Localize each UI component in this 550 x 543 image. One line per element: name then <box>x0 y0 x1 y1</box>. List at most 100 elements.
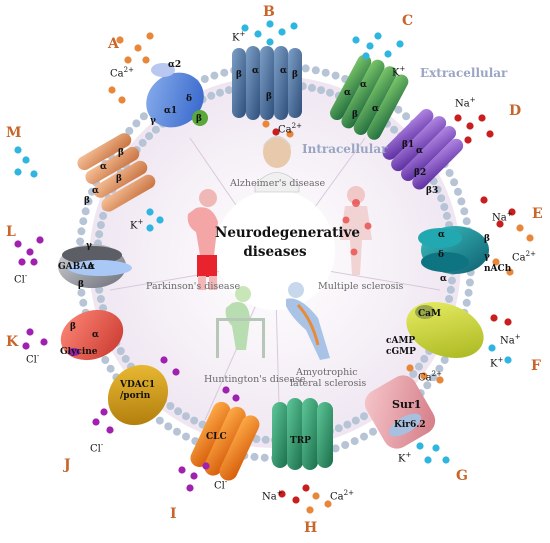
lipid-head <box>132 119 141 128</box>
lipid-head <box>260 453 269 462</box>
ion-dot <box>186 484 194 492</box>
lipid-head <box>457 197 466 206</box>
ms-person-icon <box>340 186 372 275</box>
panel-letter-B: B <box>263 4 275 20</box>
ion-dot <box>254 30 262 38</box>
lipid-head <box>351 416 360 425</box>
ion-label-J: Cl- <box>90 441 104 455</box>
lipid-head <box>95 285 104 294</box>
ch-K-b: β <box>70 322 76 332</box>
ion-label-H-ca: Ca2+ <box>330 489 354 503</box>
ion-dot <box>454 114 462 122</box>
ch-D-b1: β1 <box>402 140 415 150</box>
lipid-head <box>341 441 350 449</box>
ch-B-a1: α <box>252 66 259 76</box>
lipid-head <box>433 185 442 194</box>
panel-letter-F: F <box>531 358 541 374</box>
lipid-head <box>106 364 115 373</box>
ion-dot <box>526 234 534 242</box>
channel-K <box>60 309 124 361</box>
lipid-head <box>445 169 454 177</box>
ion-label-F-ca: Ca2+ <box>418 370 442 384</box>
lipid-head <box>190 416 199 425</box>
lipid-head <box>301 64 310 73</box>
ion-dot <box>146 32 154 40</box>
lipid-head <box>331 444 340 453</box>
lipid-head <box>454 187 462 196</box>
ch-E-b: β <box>484 234 490 244</box>
lipid-head <box>369 427 377 436</box>
ion-dot <box>312 492 320 500</box>
lipid-head <box>360 412 368 421</box>
ion-dot <box>18 258 26 266</box>
lipid-head <box>151 125 160 134</box>
ion-dots <box>14 20 534 514</box>
ch-I-clc: CLC <box>206 432 227 442</box>
ch-D-b2: β2 <box>414 168 427 178</box>
ion-dot <box>488 344 496 352</box>
ion-dot <box>116 36 124 44</box>
ch-B-b3: β <box>266 92 272 102</box>
ch-F-cgmp: cGMP <box>386 347 416 357</box>
ch-A-delta: δ <box>186 94 193 104</box>
lipid-head <box>308 83 316 92</box>
ion-label-F-k: K+ <box>490 356 504 370</box>
ion-dot <box>14 240 22 248</box>
ion-label-F-na: Na+ <box>500 333 521 347</box>
lipid-head <box>450 178 459 187</box>
ch-L-alpha: α <box>88 262 95 272</box>
channel-A <box>146 63 208 128</box>
huntingtons-person-icon <box>216 286 265 358</box>
ion-dot <box>352 36 360 44</box>
ion-dot <box>396 40 404 48</box>
ch-E-a2: α <box>440 274 447 284</box>
lipid-head <box>81 207 90 216</box>
channel-H <box>272 398 333 470</box>
ion-dot <box>290 22 298 30</box>
lipid-head <box>76 237 85 246</box>
lipid-head <box>445 295 454 303</box>
center-disk <box>215 190 335 310</box>
alzheimers-person-icon <box>254 136 300 193</box>
ion-label-E-ca: Ca2+ <box>512 250 536 264</box>
lipid-head <box>462 298 471 307</box>
lipid-head <box>164 422 173 431</box>
ion-dot <box>496 220 504 228</box>
lipid-head <box>446 285 455 294</box>
lipid-head <box>96 295 105 303</box>
ch-A-beta: β <box>196 114 202 124</box>
lipid-head <box>440 203 449 211</box>
ion-dot <box>278 490 286 498</box>
ch-C-a3: α <box>372 104 379 114</box>
lipid-head <box>138 138 147 147</box>
panel-letter-E: E <box>532 206 543 222</box>
ch-L-beta: β <box>78 280 84 290</box>
lipid-head <box>79 217 88 226</box>
lipid-head <box>155 416 164 425</box>
lipid-head <box>409 370 418 378</box>
ion-dot <box>490 314 498 322</box>
lipid-head <box>84 197 93 206</box>
lipid-head <box>224 86 233 95</box>
ion-dot <box>516 224 524 232</box>
lipid-head <box>250 452 259 461</box>
lipid-head <box>343 420 352 429</box>
ion-dot <box>156 216 164 224</box>
disease-alzheimers: Alzheimer's disease <box>230 178 326 189</box>
ch-B-b2: β <box>292 70 298 80</box>
lipid-head <box>173 427 181 436</box>
center-title-line2: diseases <box>243 244 307 260</box>
ch-J-vdac: VDAC1 <box>120 380 156 390</box>
ion-label-E-na: Na+ <box>492 210 513 224</box>
lipid-head <box>394 105 403 114</box>
ion-dot <box>146 208 154 216</box>
center-title-line1: Neurodegenerative <box>215 225 360 241</box>
ion-dot <box>506 268 514 276</box>
ch-F-camp: cAMP <box>386 336 416 346</box>
ion-label-C: K+ <box>392 65 406 79</box>
ion-dot <box>504 318 512 326</box>
ion-dot <box>14 168 22 176</box>
lipid-head <box>429 373 438 382</box>
lipid-head <box>79 298 88 307</box>
ion-label-K: Cl- <box>26 352 40 366</box>
